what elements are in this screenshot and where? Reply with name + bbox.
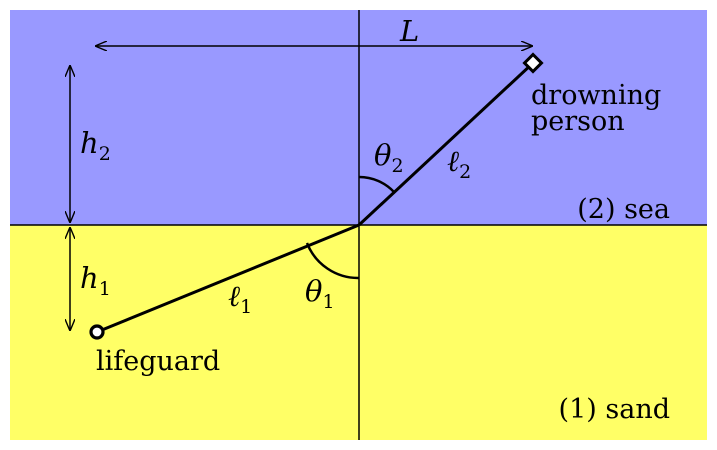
- angle-sand-arc: [305, 242, 360, 280]
- drowning-person-label-line1: drowning: [531, 80, 661, 111]
- path-sea-label: ℓ2: [447, 144, 471, 183]
- lifeguard-label: lifeguard: [96, 346, 220, 377]
- height-sand-label: h1: [80, 261, 111, 300]
- height-sea-label: h2: [80, 126, 111, 165]
- drowning-person-marker: [522, 52, 544, 74]
- path-sand: [96, 223, 360, 334]
- path-sea: [357, 61, 535, 227]
- region-sand-label: (1) sand: [559, 394, 670, 425]
- distance-label: L: [399, 14, 419, 48]
- region-sea-label: (2) sea: [577, 194, 670, 225]
- drowning-person-label-line2: person: [531, 106, 625, 137]
- lifeguard-marker: [89, 324, 105, 340]
- angle-sand-label: θ1: [305, 274, 335, 313]
- angle-sea-label: θ2: [374, 138, 404, 177]
- path-sand-label: ℓ1: [228, 279, 252, 318]
- angle-sea-arc: [358, 175, 395, 193]
